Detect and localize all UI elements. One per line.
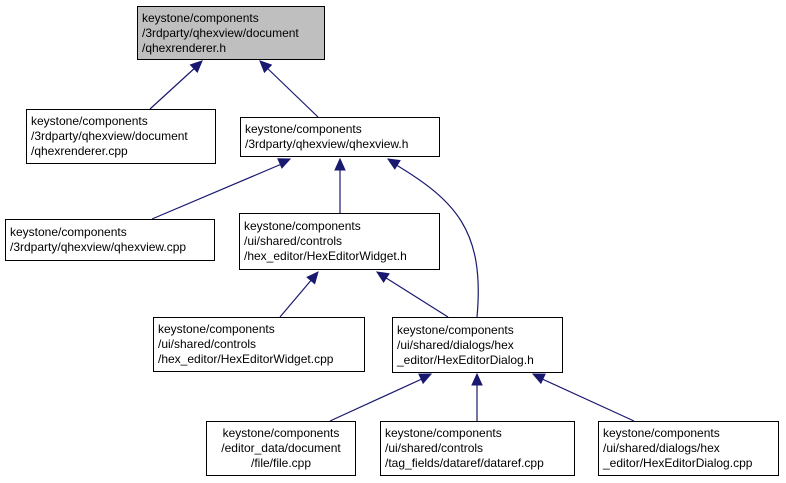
node-label-line: keystone/components [158,322,275,336]
node-hexeditorwidget-cpp[interactable]: keystone/components/ui/shared/controls/h… [153,317,365,372]
node-label-line: /3rdparty/qhexview/document [142,25,299,40]
node-label-line: keystone/components [10,225,127,239]
arrowhead-n3-n2 [277,158,292,169]
edge-n6-n4 [382,275,449,318]
edge-n5-n4 [279,277,314,318]
arrowhead-n4-n2 [334,157,346,171]
node-label-line: /qhexrenderer.cpp [31,144,128,158]
node-label-line: /ui/shared/controls [158,337,257,351]
arrowhead-n7-n6 [418,373,433,385]
node-label-line: /qhexrenderer.h [142,40,227,55]
node-label-line: keystone/components [31,114,148,128]
node-label-line: keystone/components [603,426,720,440]
node-dataref-cpp[interactable]: keystone/components/ui/shared/controls/t… [380,421,575,476]
node-label-line: /editor_data/document [221,441,341,455]
node-label-line: /ui/shared/controls [385,441,484,455]
node-qhexrenderer-cpp[interactable]: keystone/components/3rdparty/qhexview/do… [26,109,216,164]
node-qhexview-h[interactable]: keystone/components/3rdparty/qhexview/qh… [240,117,440,157]
arrowhead-n1-n0 [189,60,203,74]
node-qhexview-cpp[interactable]: keystone/components/3rdparty/qhexview/qh… [5,219,215,261]
node-label-line: keystone/components [397,322,514,337]
node-label-line: keystone/components [222,426,340,440]
node-label-line: /file/file.cpp [250,456,312,470]
node-label-line: _editor/HexEditorDialog.cpp [603,456,753,470]
edge-n6-n2 [392,162,479,318]
node-label-line: keystone/components [142,10,259,25]
node-label-line: keystone/components [244,219,361,233]
edge-n1-n0 [149,65,198,110]
edge-n7-n6 [329,377,425,422]
node-label-line: /3rdparty/qhexview/qhexview.h [245,137,409,151]
node-label-line: /ui/shared/controls [244,234,343,248]
node-label-line: /hex_editor/HexEditorWidget.cpp [158,352,334,366]
node-qhexrenderer-h: keystone/components/3rdparty/qhexview/do… [137,6,325,60]
node-label-line: /hex_editor/HexEditorWidget.h [244,249,407,263]
arrowhead-n2-n0 [259,60,273,74]
node-label-line: keystone/components [245,122,362,136]
node-label-line: /tag_fields/dataref/dataref.cpp [385,456,544,470]
node-file-cpp[interactable]: keystone/components/editor_data/document… [206,421,356,476]
arrowhead-n5-n4 [306,271,319,285]
node-label-line: /ui/shared/dialogs/hex [603,441,720,455]
edge-n9-n6 [539,377,635,422]
node-hexeditordialog-h[interactable]: keystone/components/ui/shared/dialogs/he… [392,317,563,373]
node-label-line: /3rdparty/qhexview/document [31,129,188,143]
arrowhead-n6-n2 [386,158,401,170]
node-label-line: _editor/HexEditorDialog.h [397,352,534,367]
node-hexeditordialog-cpp[interactable]: keystone/components/ui/shared/dialogs/he… [598,421,779,476]
edge-n2-n0 [264,65,319,118]
node-hexeditorwidget-h[interactable]: keystone/components/ui/shared/controls/h… [239,213,440,270]
node-label-line: /3rdparty/qhexview/qhexview.cpp [10,240,187,254]
arrowhead-n8-n6 [471,372,483,386]
node-label-line: /ui/shared/dialogs/hex [397,337,514,352]
arrowhead-n9-n6 [531,373,546,385]
arrowhead-n6-n4 [375,271,390,284]
edge-n3-n2 [151,162,285,220]
node-label-line: keystone/components [385,426,502,440]
